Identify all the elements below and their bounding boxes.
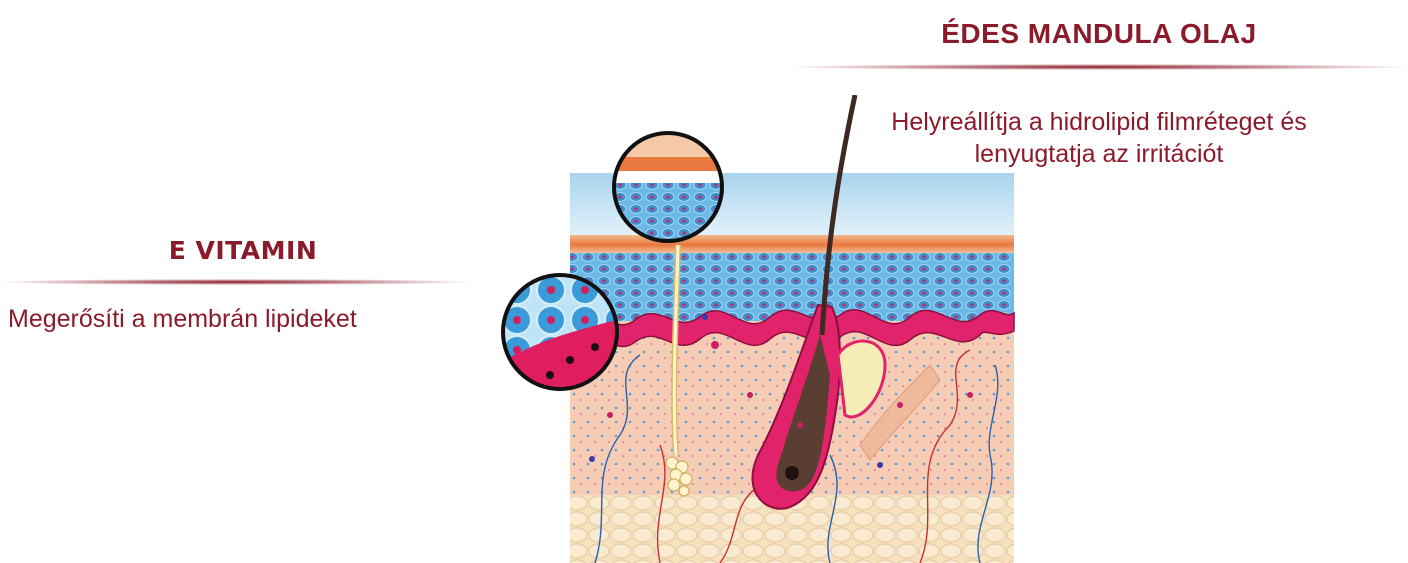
e-vitamin-callout: E VITAMIN Megerősíti a membrán lipideket	[0, 236, 470, 335]
almond-oil-divider	[790, 64, 1408, 70]
e-vitamin-divider	[0, 279, 470, 285]
e-vitamin-title: E VITAMIN	[16, 236, 470, 265]
skin-cross-section-illustration	[500, 95, 1020, 563]
surface-layer-magnifier-circle	[614, 133, 724, 243]
e-vitamin-description: Megerősíti a membrán lipideket	[0, 303, 470, 335]
almond-oil-title: ÉDES MANDULA OLAJ	[790, 18, 1408, 50]
